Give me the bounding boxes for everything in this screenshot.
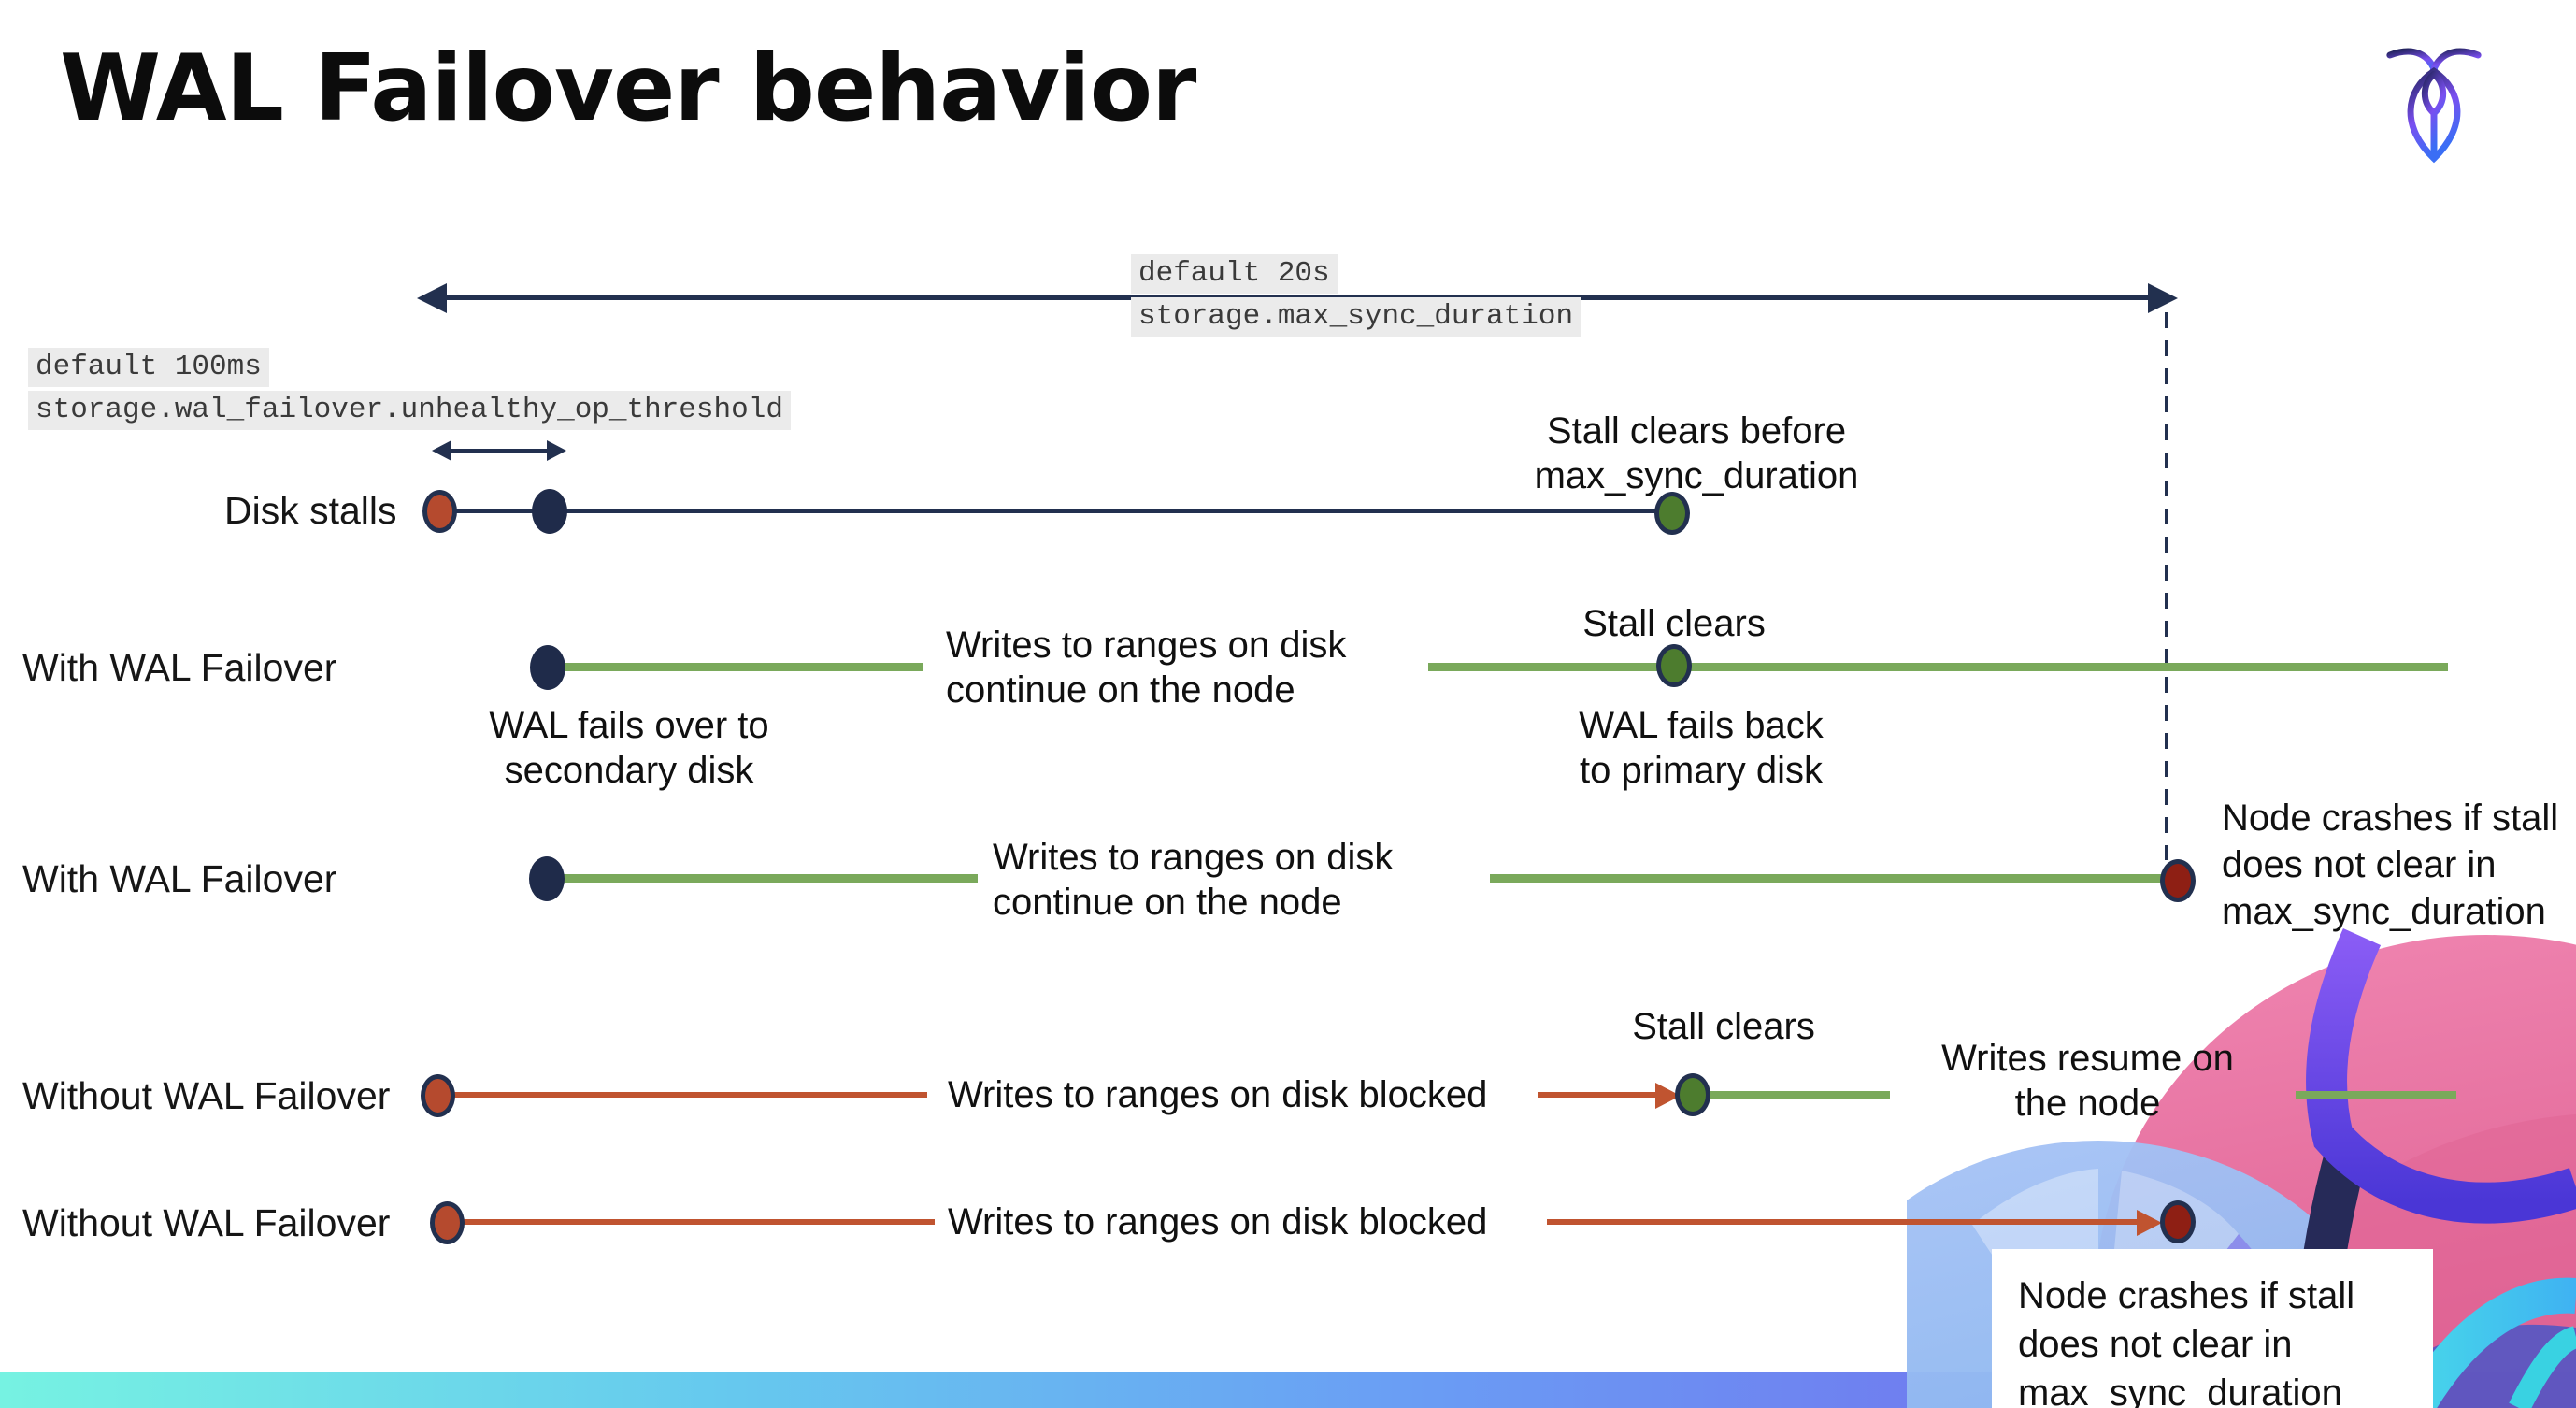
annotation-stall-clears: Stall clears: [1632, 1006, 1815, 1047]
timeline-line-navy: [439, 509, 1672, 513]
arrowhead-left-icon: [432, 440, 451, 461]
setting-default-value: default 20s: [1131, 254, 1338, 294]
row-label-without-wal-failover: Without WAL Failover: [22, 1074, 391, 1117]
unhealthy-op-threshold-label: default 100ms storage.wal_failover.unhea…: [28, 348, 791, 434]
threshold-span-line: [450, 449, 549, 453]
max-sync-duration-label: default 20s storage.max_sync_duration: [1131, 254, 1581, 340]
timeline-line-green: [1428, 663, 2448, 671]
timeline-line-green: [547, 874, 978, 883]
timeline-line-green: [1693, 1091, 1890, 1099]
row-label-disk-stalls: Disk stalls: [224, 489, 397, 532]
annotation-node-crashes: Node crashes if stall does not clear in …: [2222, 797, 2559, 932]
arrowhead-right-icon: [547, 440, 566, 461]
arrowhead-right-icon: [2137, 1210, 2162, 1236]
arrowhead-left-icon: [417, 283, 447, 313]
annotation-node-crashes: Node crashes if stall does not clear in …: [2018, 1275, 2355, 1408]
timeline-line-green: [2296, 1091, 2456, 1099]
node-crashes-callout: Node crashes if stall does not clear in …: [1992, 1249, 2433, 1408]
event-dot-failover: [529, 856, 565, 901]
annotation-writes-resume: Writes resume on the node: [1941, 1038, 2234, 1124]
event-dot-failover-threshold: [532, 489, 567, 534]
event-dot-disk-stall: [421, 1074, 455, 1117]
row-label-without-wal-failover: Without WAL Failover: [22, 1201, 391, 1244]
event-dot-failover: [530, 645, 565, 690]
timeline-line-red: [1538, 1092, 1659, 1098]
event-dot-stall-clears: [1675, 1073, 1710, 1116]
timeline-line-green: [548, 663, 923, 671]
page-title: WAL Failover behavior: [60, 36, 1196, 142]
annotation-wal-fails-back: WAL fails back to primary disk: [1579, 705, 1824, 791]
annotation-writes-continue: Writes to ranges on disk continue on the…: [946, 625, 1347, 711]
event-dot-disk-stall: [430, 1201, 465, 1244]
row-label-with-wal-failover: With WAL Failover: [22, 646, 337, 689]
annotation-wal-fails-over: WAL fails over to secondary disk: [489, 705, 769, 791]
event-dot-stall-clears: [1656, 644, 1692, 687]
annotation-writes-blocked: Writes to ranges on disk blocked: [948, 1074, 1488, 1115]
annotation-stall-clears-before: Stall clears before max_sync_duration: [1534, 410, 1859, 496]
timeline-line-red: [447, 1219, 935, 1225]
timeline-line-red: [1547, 1219, 2139, 1225]
row-label-with-wal-failover: With WAL Failover: [22, 857, 337, 900]
max-sync-deadline-dashed-line: [2165, 312, 2168, 860]
event-dot-node-crash: [2160, 859, 2196, 902]
annotation-writes-continue: Writes to ranges on disk continue on the…: [993, 837, 1394, 923]
setting-name: storage.wal_failover.unhealthy_op_thresh…: [28, 391, 791, 430]
event-dot-disk-stall: [422, 490, 457, 533]
event-dot-stall-clears: [1654, 492, 1690, 535]
setting-default-value: default 100ms: [28, 348, 269, 387]
annotation-writes-blocked: Writes to ranges on disk blocked: [948, 1201, 1488, 1243]
annotation-stall-clears: Stall clears: [1582, 603, 1766, 644]
setting-name: storage.max_sync_duration: [1131, 297, 1581, 337]
timeline-line-red: [437, 1092, 927, 1098]
timeline-line-green: [1490, 874, 2161, 883]
event-dot-node-crash: [2160, 1200, 2196, 1243]
cockroachdb-logo-icon: [2386, 48, 2482, 164]
arrowhead-right-icon: [2148, 283, 2178, 313]
